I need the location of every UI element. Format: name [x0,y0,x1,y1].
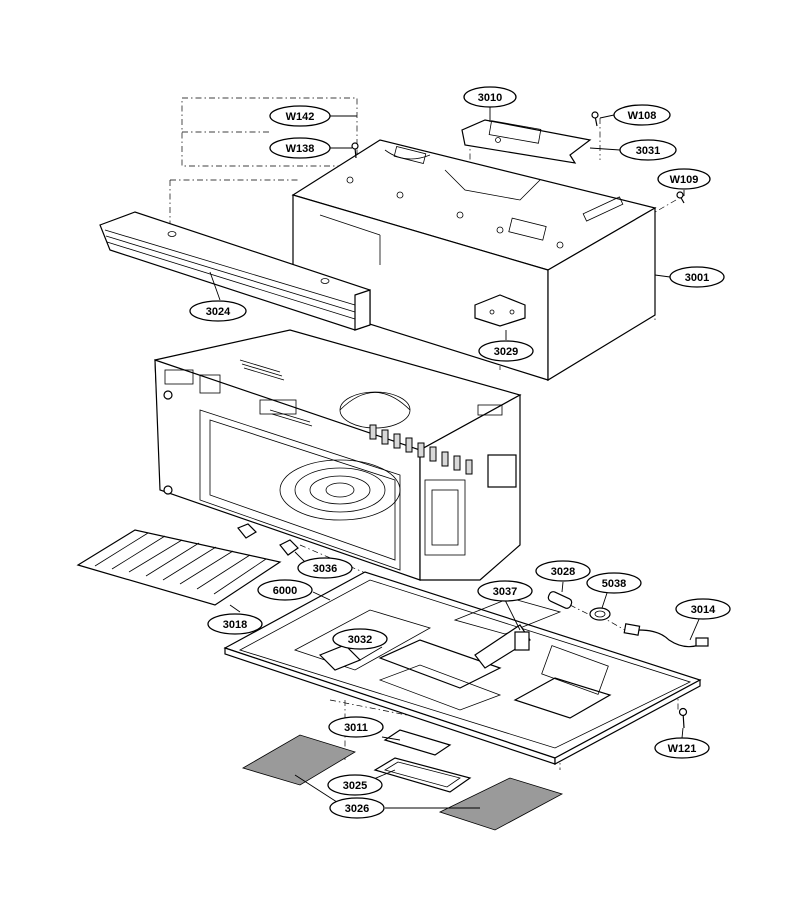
label-W108: W108 [613,104,671,126]
screw-W109 [676,191,685,204]
label-3036: 3036 [297,557,353,579]
label-W109: W109 [657,168,711,190]
label-3029: 3029 [478,340,534,362]
label-3014-text: 3014 [691,604,716,616]
bracket-3037 [474,624,531,669]
label-3025: 3025 [327,774,383,796]
label-3032-text: 3032 [348,634,372,646]
connector-3036 [237,523,299,556]
label-3024: 3024 [189,300,247,322]
label-W142-text: W142 [286,111,315,123]
label-3028: 3028 [535,560,591,582]
label-W138-text: W138 [286,143,315,155]
bracket-3029 [474,294,526,327]
label-3032: 3032 [332,628,388,650]
frame-3025 [373,757,472,793]
label-6000-text: 6000 [273,585,297,597]
fuse-3028 [547,591,573,609]
label-5038: 5038 [586,572,642,594]
outer-case-3001 [291,139,657,382]
cavity-chassis [154,329,522,581]
label-3028-text: 3028 [551,566,575,578]
cover-3011 [383,729,452,756]
label-3010: 3010 [463,86,517,108]
label-W142: W142 [269,105,331,127]
label-3010-text: 3010 [478,92,502,104]
label-3037-text: 3037 [493,586,517,598]
plate-3010 [461,119,592,164]
label-W109-text: W109 [670,174,699,186]
label-3031-text: 3031 [636,145,660,157]
thermostat-5038 [589,607,611,621]
label-3036-text: 3036 [313,563,337,575]
label-5038-text: 5038 [602,578,626,590]
label-3024-text: 3024 [206,306,231,318]
label-3014: 3014 [675,598,731,620]
label-3037: 3037 [477,580,533,602]
label-W138: W138 [269,137,331,159]
grease-filter-left-3026 [241,734,356,786]
label-3018-text: 3018 [223,619,247,631]
vent-grille-3024 [99,211,371,331]
label-3025-text: 3025 [343,780,367,792]
label-6000: 6000 [257,579,313,601]
screw-W108 [591,111,599,127]
leader-lines [209,107,701,809]
label-3011: 3011 [328,716,384,738]
label-W121-text: W121 [668,743,697,755]
screw-W138 [351,142,359,159]
base-plate-6000 [223,571,702,766]
rack-tray-3018 [76,529,282,606]
label-3031: 3031 [619,139,677,161]
label-W121: W121 [654,737,710,759]
label-3026: 3026 [329,797,385,819]
label-3001-text: 3001 [685,272,709,284]
label-W108-text: W108 [628,110,657,122]
label-3011-text: 3011 [344,722,368,734]
label-3026-text: 3026 [345,803,369,815]
grease-filter-right-3026 [438,777,564,831]
label-3029-text: 3029 [494,346,518,358]
label-3001: 3001 [669,266,725,288]
label-3018: 3018 [207,613,263,635]
screw-W121 [678,707,688,729]
wire-harness-3014 [623,623,709,648]
